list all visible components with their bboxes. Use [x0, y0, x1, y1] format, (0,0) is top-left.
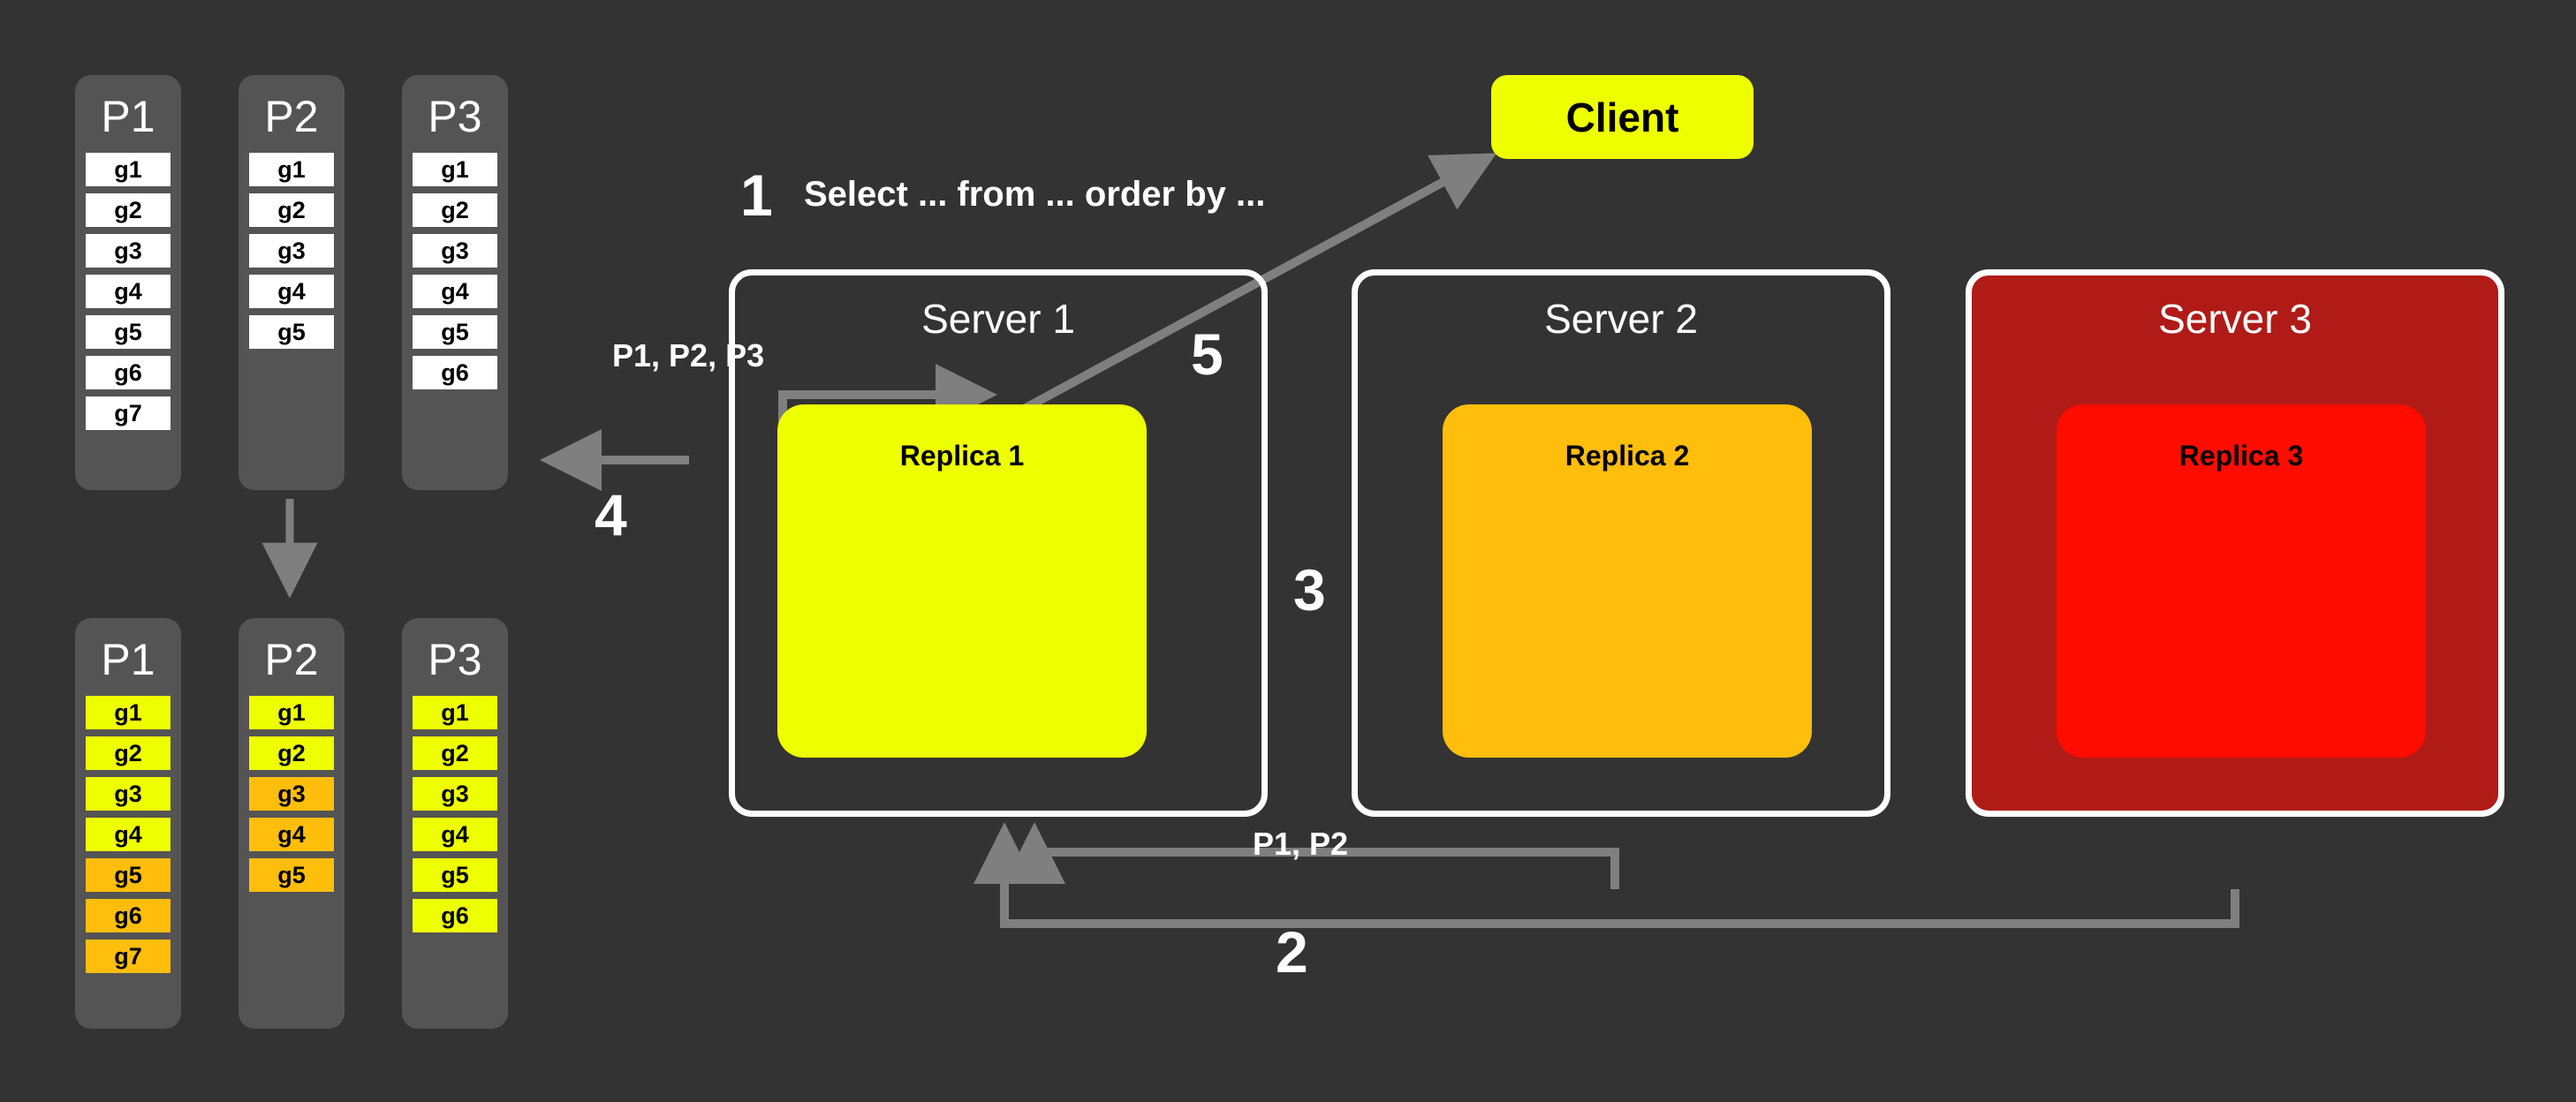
- partition-cell: g6: [86, 899, 170, 932]
- partition-cell: g3: [413, 777, 497, 811]
- partition-cell: g2: [249, 736, 334, 770]
- partition-cell: g5: [86, 315, 170, 349]
- partition-label: P1: [101, 635, 155, 684]
- partition-cell: g2: [413, 736, 497, 770]
- server-2-box[interactable]: Server 2 Replica 2: [1352, 269, 1890, 817]
- server-1-box[interactable]: Server 1 Replica 1: [729, 269, 1268, 817]
- partition-top-p2: P2 g1 g2 g3 g4 g5: [239, 75, 345, 490]
- replica-3-label: Replica 3: [2178, 440, 2304, 472]
- step-number-4: 4: [595, 482, 627, 547]
- partition-cell: g6: [86, 356, 170, 389]
- partition-cell: g1: [249, 153, 334, 186]
- step-number-3: 3: [1293, 557, 1326, 623]
- partition-cell: g2: [86, 193, 170, 227]
- step-number-5: 5: [1191, 321, 1224, 387]
- partition-cell: g1: [86, 153, 170, 186]
- partition-label: P2: [264, 635, 319, 684]
- partition-cell: g1: [86, 696, 170, 729]
- partition-label: P2: [264, 92, 319, 141]
- partition-bottom-p3: P3 g1 g2 g3 g4 g5 g6: [402, 618, 508, 1029]
- partition-cell: g5: [249, 315, 334, 349]
- replica-2-box[interactable]: Replica 2: [1443, 404, 1812, 758]
- replica-1-box[interactable]: Replica 1: [777, 404, 1147, 758]
- partition-cell: g6: [413, 899, 497, 932]
- arrow-step-2-server3: [974, 821, 2239, 928]
- partition-cell: g4: [413, 818, 497, 851]
- partition-bottom-p2: P2 g1 g2 g3 g4 g5: [239, 618, 345, 1029]
- partition-cell: g3: [86, 234, 170, 268]
- partition-cell: g4: [86, 818, 170, 851]
- partitions-all-label: P1, P2, P3: [612, 337, 765, 374]
- replica-1-label: Replica 1: [899, 440, 1025, 472]
- partition-cell: g6: [413, 356, 497, 389]
- partition-cells: g1 g2 g3 g4 g5 g6 g7: [75, 696, 181, 973]
- server-1-title: Server 1: [921, 296, 1075, 342]
- partition-cell: g7: [86, 940, 170, 973]
- partition-cell: g2: [249, 193, 334, 227]
- partition-cells: g1 g2 g3 g4 g5 g6: [402, 696, 508, 932]
- partitions-p1p2-label: P1, P2: [1253, 826, 1349, 862]
- partition-cell: g3: [249, 777, 334, 811]
- partition-cell: g5: [249, 858, 334, 892]
- server-3-title: Server 3: [2158, 296, 2312, 342]
- replica-3-box[interactable]: Replica 3: [2057, 404, 2426, 758]
- partition-label: P1: [101, 92, 155, 141]
- partition-cell: g4: [249, 818, 334, 851]
- step-number-1: 1: [740, 162, 773, 228]
- partition-cell: g3: [249, 234, 334, 268]
- step-number-2: 2: [1276, 919, 1308, 985]
- partition-cells: g1 g2 g3 g4 g5 g6 g7: [75, 153, 181, 430]
- partition-cell: g3: [86, 777, 170, 811]
- server-3-box[interactable]: Server 3 Replica 3: [1966, 269, 2504, 817]
- partition-cell: g1: [413, 696, 497, 729]
- replica-2-label: Replica 2: [1565, 440, 1690, 472]
- partition-cell: g2: [86, 736, 170, 770]
- partition-cells: g1 g2 g3 g4 g5 g6: [402, 153, 508, 389]
- client-label: Client: [1565, 94, 1679, 140]
- partition-cell: g5: [413, 858, 497, 892]
- partition-cell: g1: [249, 696, 334, 729]
- partition-cell: g7: [86, 396, 170, 430]
- partition-cell: g3: [413, 234, 497, 268]
- partition-top-p3: P3 g1 g2 g3 g4 g5 g6: [402, 75, 508, 490]
- partition-cell: g1: [413, 153, 497, 186]
- partition-cells: g1 g2 g3 g4 g5: [239, 696, 345, 892]
- query-label: Select ... from ... order by ...: [804, 175, 1266, 214]
- partition-label: P3: [428, 92, 482, 141]
- partition-cell: g4: [249, 275, 334, 308]
- partition-cells: g1 g2 g3 g4 g5: [239, 153, 345, 349]
- partition-cell: g5: [413, 315, 497, 349]
- server-2-title: Server 2: [1544, 296, 1698, 342]
- partition-top-p1: P1 g1 g2 g3 g4 g5 g6 g7: [75, 75, 181, 490]
- partition-cell: g5: [86, 858, 170, 892]
- partition-cell: g4: [413, 275, 497, 308]
- partition-cell: g4: [86, 275, 170, 308]
- partition-cell: g2: [413, 193, 497, 227]
- client-box[interactable]: Client: [1491, 75, 1754, 159]
- partition-label: P3: [428, 635, 482, 684]
- partition-bottom-p1: P1 g1 g2 g3 g4 g5 g6 g7: [75, 618, 181, 1029]
